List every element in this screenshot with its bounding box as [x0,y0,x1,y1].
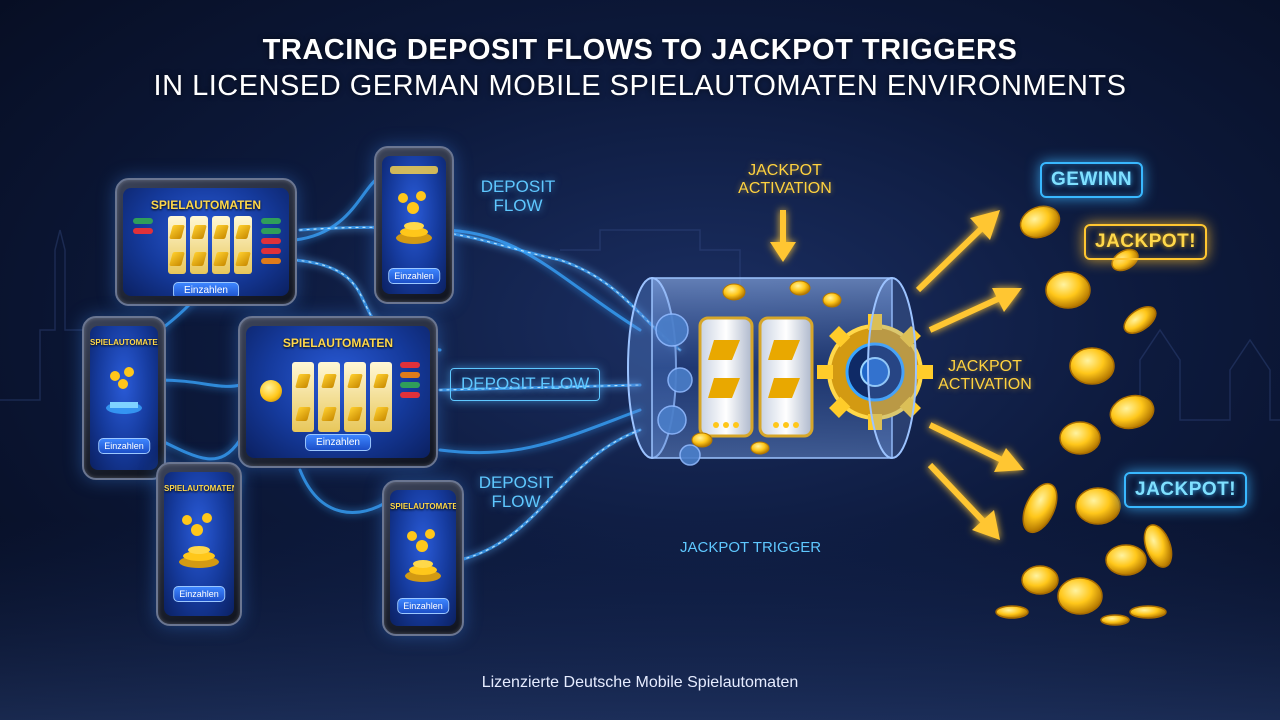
activation-down-arrow [770,210,796,262]
phone-bottom-center: Spielautomaten Einzahlen [382,480,464,636]
coin-pedestal-icon [106,367,142,414]
coin-stack-icon [179,513,219,568]
reel-set [292,362,392,432]
jackpot-machine [627,277,933,466]
deposit-flow-label-middle: DEPOSIT FLOW [450,368,601,401]
coin-cascade [995,205,1173,626]
phone-bottom-left: Spielautomaten Einzahlen [156,462,242,626]
phone-bottom-center-title: Spielautomaten [390,502,456,511]
jackpot-activation-label-top: JACKPOT ACTIVATION [738,162,832,197]
jackpot-activation-label-right: JACKPOT ACTIVATION [938,358,1032,393]
deposit-flow-label-bottom: DEPOSIT FLOW [478,473,554,511]
reel-set [168,216,252,274]
phone-top-header [390,166,438,174]
deposit-button[interactable]: Einzahlen [397,598,449,614]
deposit-button[interactable]: Einzahlen [98,438,150,454]
coin-stack-icon [396,191,432,244]
side-buttons-right [261,218,281,264]
title-line-1: TRACING DEPOSIT FLOWS TO JACKPOT TRIGGER… [262,34,1018,66]
deposit-button[interactable]: Einzahlen [388,268,440,284]
tablet-top-left: Spielautomaten Einzahlen [115,178,297,306]
jackpot-badge-bottom: JACKPOT! [1124,472,1248,508]
phone-bottom-left-title: Spielautomaten [164,484,234,493]
coin-stack-icon [405,529,441,582]
footer-caption: Lizenzierte Deutsche Mobile Spielautomat… [481,674,799,691]
payout-arrows [915,210,1024,540]
tablet-center: Spielautomaten Einzahlen [238,316,438,468]
deposit-button[interactable]: Einzahlen [305,434,371,451]
gewinn-badge: GEWINN [1040,162,1144,198]
tablet-center-title: Spielautomaten [282,336,394,350]
deposit-flow-label-top: DEPOSIT FLOW [480,177,556,215]
deposit-button[interactable]: Einzahlen [173,586,225,602]
side-buttons-right [400,362,420,398]
jackpot-trigger-label: JACKPOT TRIGGER [680,539,822,556]
coin-icon [260,380,282,402]
deposit-button[interactable]: Einzahlen [173,282,239,296]
phone-top: Einzahlen [374,146,454,304]
tablet-top-title: Spielautomaten [150,198,262,212]
title-line-2: IN LICENSED GERMAN MOBILE SPIELAUTOMATEN… [153,70,1127,102]
phone-left-title: Spielautomaten [90,338,158,347]
side-buttons [133,218,153,234]
jackpot-badge-top: JACKPOT! [1084,224,1208,260]
phone-left: Spielautomaten Einzahlen [82,316,166,480]
